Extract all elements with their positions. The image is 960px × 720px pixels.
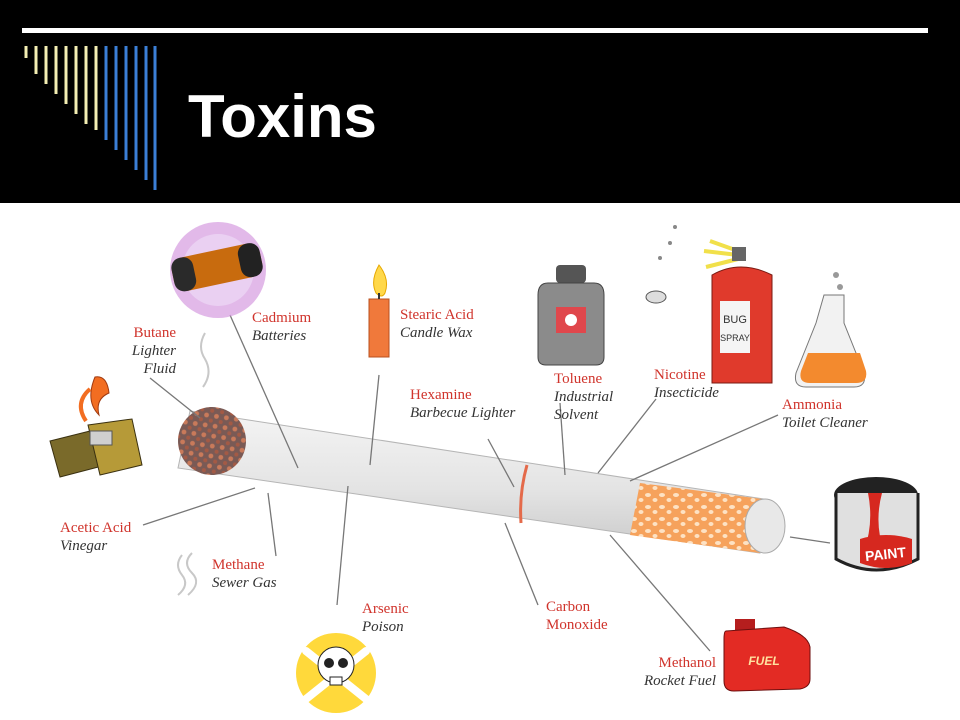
hexamine-use: Barbecue Lighter bbox=[410, 405, 516, 421]
cigarette-icon bbox=[177, 407, 786, 554]
arsenic-use: Poison bbox=[362, 619, 404, 635]
bug-spray-icon: BUG SPRAY bbox=[645, 225, 773, 384]
butane-use-line2: Fluid bbox=[143, 361, 177, 377]
toluene-use-line1: Industrial bbox=[554, 389, 614, 405]
slide-title: Toxins bbox=[188, 83, 377, 150]
hexamine-name: Hexamine bbox=[410, 387, 472, 403]
label-butane: Butane Lighter Fluid bbox=[100, 324, 176, 378]
butane-name: Butane bbox=[133, 325, 177, 341]
bug-text: BUG bbox=[723, 314, 747, 326]
decorative-bars bbox=[24, 46, 157, 190]
lighter-icon bbox=[49, 376, 143, 478]
nicotine-name: Nicotine bbox=[654, 367, 706, 383]
nicotine-use: Insecticide bbox=[654, 385, 719, 401]
stearic-use: Candle Wax bbox=[400, 325, 473, 341]
label-toluene: Toluene Industrial Solvent bbox=[554, 370, 613, 424]
methanol-name: Methanol bbox=[658, 655, 717, 671]
label-carbon-monoxide: Carbon Monoxide bbox=[546, 598, 608, 634]
arsenic-name: Arsenic bbox=[362, 601, 409, 617]
label-cadmium: Cadmium Batteries bbox=[252, 309, 311, 345]
acetic-name: Acetic Acid bbox=[60, 520, 132, 536]
label-acetic-acid: Acetic Acid Vinegar bbox=[60, 519, 131, 555]
methanol-use: Rocket Fuel bbox=[643, 673, 716, 689]
paint-text: PAINT bbox=[864, 544, 907, 564]
ammonia-name: Ammonia bbox=[782, 397, 842, 413]
acetic-use: Vinegar bbox=[60, 538, 108, 554]
solvent-bottle-icon bbox=[537, 265, 605, 366]
carbon-name-line2: Monoxide bbox=[546, 617, 608, 633]
label-nicotine: Nicotine Insecticide bbox=[654, 366, 719, 402]
battery-icon bbox=[170, 222, 266, 318]
skull-crossbones-icon bbox=[296, 633, 376, 713]
butane-use-line1: Lighter bbox=[131, 343, 176, 359]
cadmium-use: Batteries bbox=[252, 328, 307, 344]
carbon-name-line1: Carbon bbox=[546, 599, 591, 615]
toluene-name: Toluene bbox=[554, 371, 603, 387]
label-methanol: Methanol Rocket Fuel bbox=[600, 654, 716, 690]
candle-icon bbox=[368, 264, 390, 358]
stearic-name: Stearic Acid bbox=[400, 307, 474, 323]
slide-header bbox=[0, 0, 960, 203]
smoke-icon bbox=[177, 332, 210, 596]
label-stearic-acid: Stearic Acid Candle Wax bbox=[400, 306, 474, 342]
cigarette-illustration: BUG SPRAY PAINT FUEL bbox=[49, 222, 920, 713]
paint-can-icon: PAINT bbox=[834, 477, 920, 572]
cadmium-name: Cadmium bbox=[252, 310, 312, 326]
toluene-use-line2: Solvent bbox=[554, 407, 599, 423]
ammonia-flask-icon bbox=[795, 272, 867, 388]
fuel-can-icon: FUEL bbox=[723, 619, 811, 692]
fuel-text: FUEL bbox=[748, 654, 779, 668]
methane-use: Sewer Gas bbox=[212, 575, 277, 591]
ammonia-use: Toilet Cleaner bbox=[782, 415, 868, 431]
header-rule bbox=[22, 28, 928, 33]
label-ammonia: Ammonia Toilet Cleaner bbox=[782, 396, 868, 432]
spray-text: SPRAY bbox=[720, 333, 750, 343]
label-methane: Methane Sewer Gas bbox=[212, 556, 277, 592]
label-hexamine: Hexamine Barbecue Lighter bbox=[410, 386, 515, 422]
methane-name: Methane bbox=[212, 557, 265, 573]
label-arsenic: Arsenic Poison bbox=[362, 600, 409, 636]
